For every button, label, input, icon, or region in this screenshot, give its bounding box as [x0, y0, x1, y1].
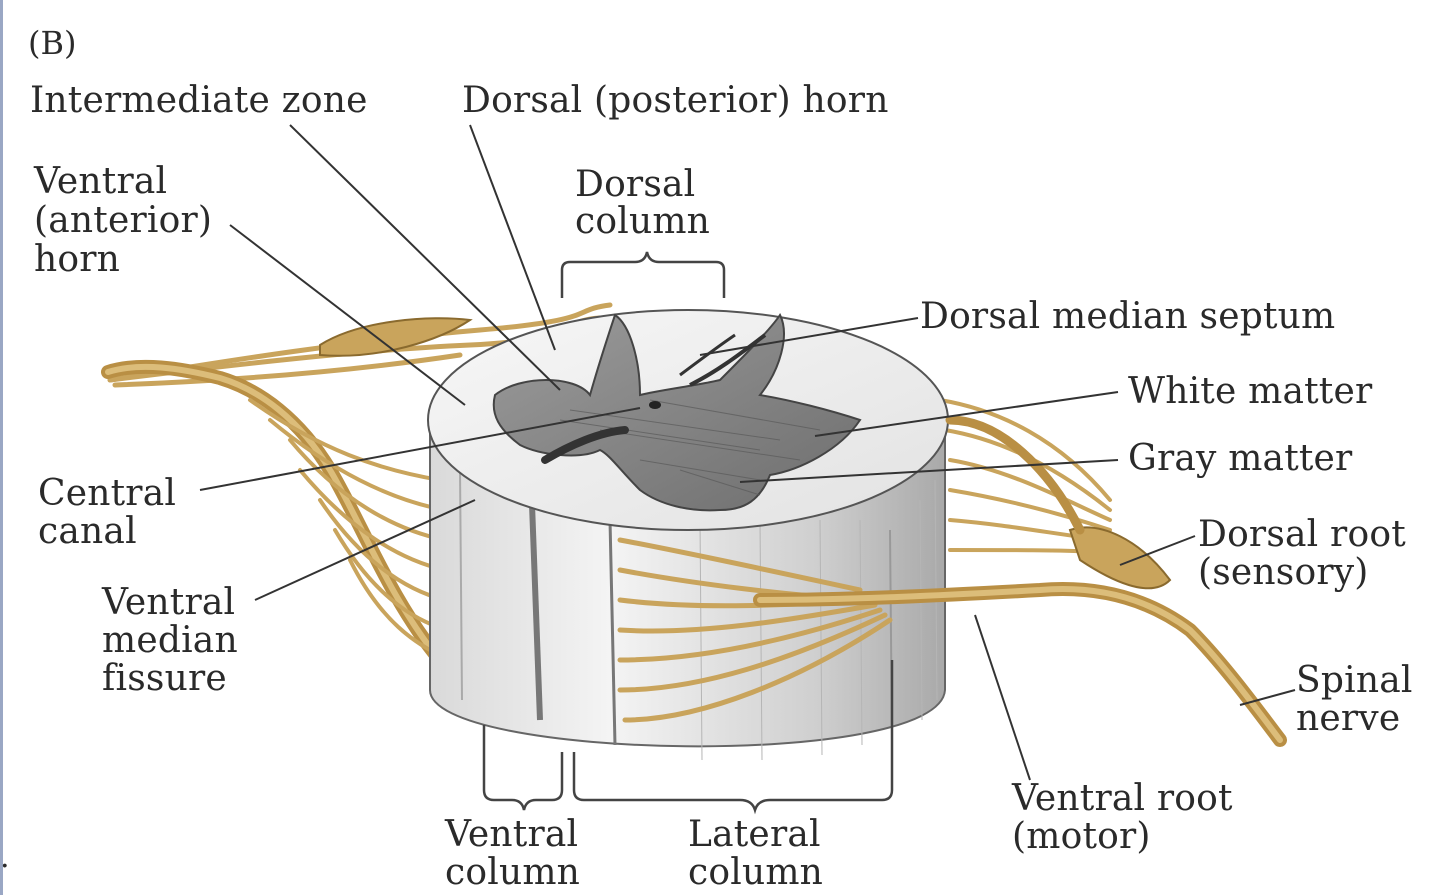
left-ventral-rootlets — [248, 398, 452, 662]
cord-cross-section-gray-matter — [492, 313, 862, 512]
label-gray-matter: Gray matter — [1128, 438, 1353, 479]
label-spinal-nerve-line1: Spinal — [1296, 660, 1413, 701]
ventral-column-bracket — [482, 725, 564, 811]
right-dorsal-root-ganglion — [1068, 526, 1172, 590]
brackets — [482, 251, 894, 815]
label-ventral-horn-line2: (anterior) — [34, 200, 213, 241]
label-intermediate-zone: Intermediate zone — [30, 80, 368, 121]
leader-lines — [199, 124, 1296, 781]
label-dorsal-horn: Dorsal (posterior) horn — [462, 80, 889, 121]
label-central-canal-line1: Central — [38, 473, 177, 514]
leader-gray-matter — [739, 459, 1119, 483]
label-central-canal-line2: canal — [38, 511, 137, 552]
dorsal-column-bracket — [560, 251, 726, 298]
label-ventral-horn-line3: horn — [34, 239, 121, 280]
leader-ventral-root — [974, 614, 1031, 781]
label-dorsal-median-septum: Dorsal median septum — [920, 296, 1336, 337]
label-ventral-column-line1: Ventral — [445, 814, 579, 855]
panel-label: (B) — [28, 24, 77, 62]
leader-intermediate-zone — [289, 124, 561, 391]
label-dorsal-root-line1: Dorsal root — [1198, 514, 1406, 555]
leader-ventral-median-fissure — [254, 499, 476, 601]
label-white-matter: White matter — [1128, 371, 1373, 412]
left-dorsal-root-ganglion — [319, 317, 473, 357]
leader-dorsal-horn — [469, 124, 556, 351]
label-dorsal-column-line2: column — [575, 201, 711, 242]
leader-dorsal-median-septum — [699, 317, 919, 356]
label-lateral-column-line1: Lateral — [688, 814, 821, 855]
label-ventral-median-fissure-line3: fissure — [102, 658, 227, 699]
central-canal-dot — [649, 401, 661, 409]
label-spinal-nerve-line2: nerve — [1296, 698, 1401, 739]
label-ventral-root-line1: Ventral root — [1012, 778, 1233, 819]
label-ventral-column-line2: column — [445, 852, 581, 893]
dorsal-median-septum-line — [689, 333, 767, 387]
left-edge-bar — [0, 0, 3, 895]
leader-dorsal-root — [1119, 535, 1196, 566]
stray-mark: . — [0, 840, 10, 875]
label-ventral-median-fissure-line1: Ventral — [102, 582, 236, 623]
label-ventral-root-line2: (motor) — [1012, 816, 1151, 857]
lateral-column-bracket — [572, 660, 894, 815]
label-dorsal-root-line2: (sensory) — [1198, 552, 1369, 593]
leader-white-matter — [814, 391, 1119, 437]
label-ventral-horn-line1: Ventral — [34, 161, 168, 202]
label-dorsal-column-line1: Dorsal — [575, 164, 696, 205]
leader-spinal-nerve — [1239, 689, 1296, 706]
label-lateral-column-line2: column — [688, 852, 824, 893]
leader-central-canal — [199, 407, 641, 491]
label-ventral-median-fissure-line2: median — [102, 620, 238, 661]
leader-ventral-horn — [229, 224, 466, 406]
